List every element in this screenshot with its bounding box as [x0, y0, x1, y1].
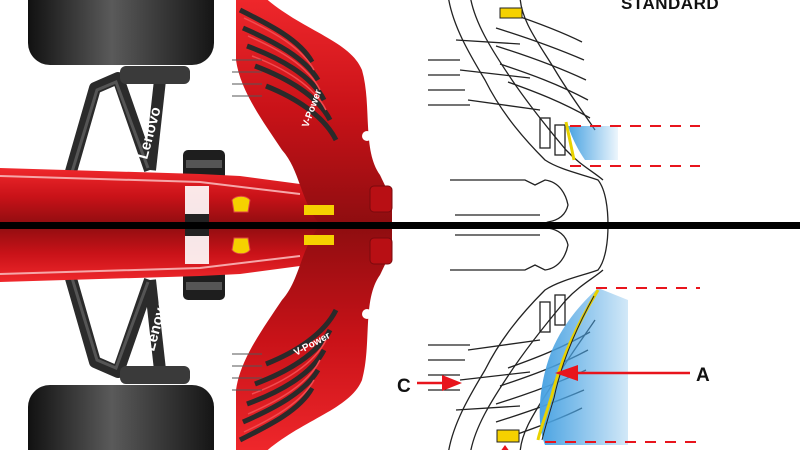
- reference-lines: [545, 125, 700, 443]
- arrow-a: [555, 365, 690, 381]
- standard-title: STANDARD: [621, 0, 720, 13]
- label-a: A: [696, 365, 710, 386]
- arrow-c: [417, 375, 462, 391]
- divider-line: [0, 222, 800, 229]
- yellow-marker-top: [499, 7, 523, 19]
- airflow-highlight-modified: [539, 288, 628, 445]
- yellow-marker-bottom: [496, 429, 520, 443]
- airflow-highlight-standard: [568, 126, 618, 160]
- label-c: C: [397, 376, 411, 397]
